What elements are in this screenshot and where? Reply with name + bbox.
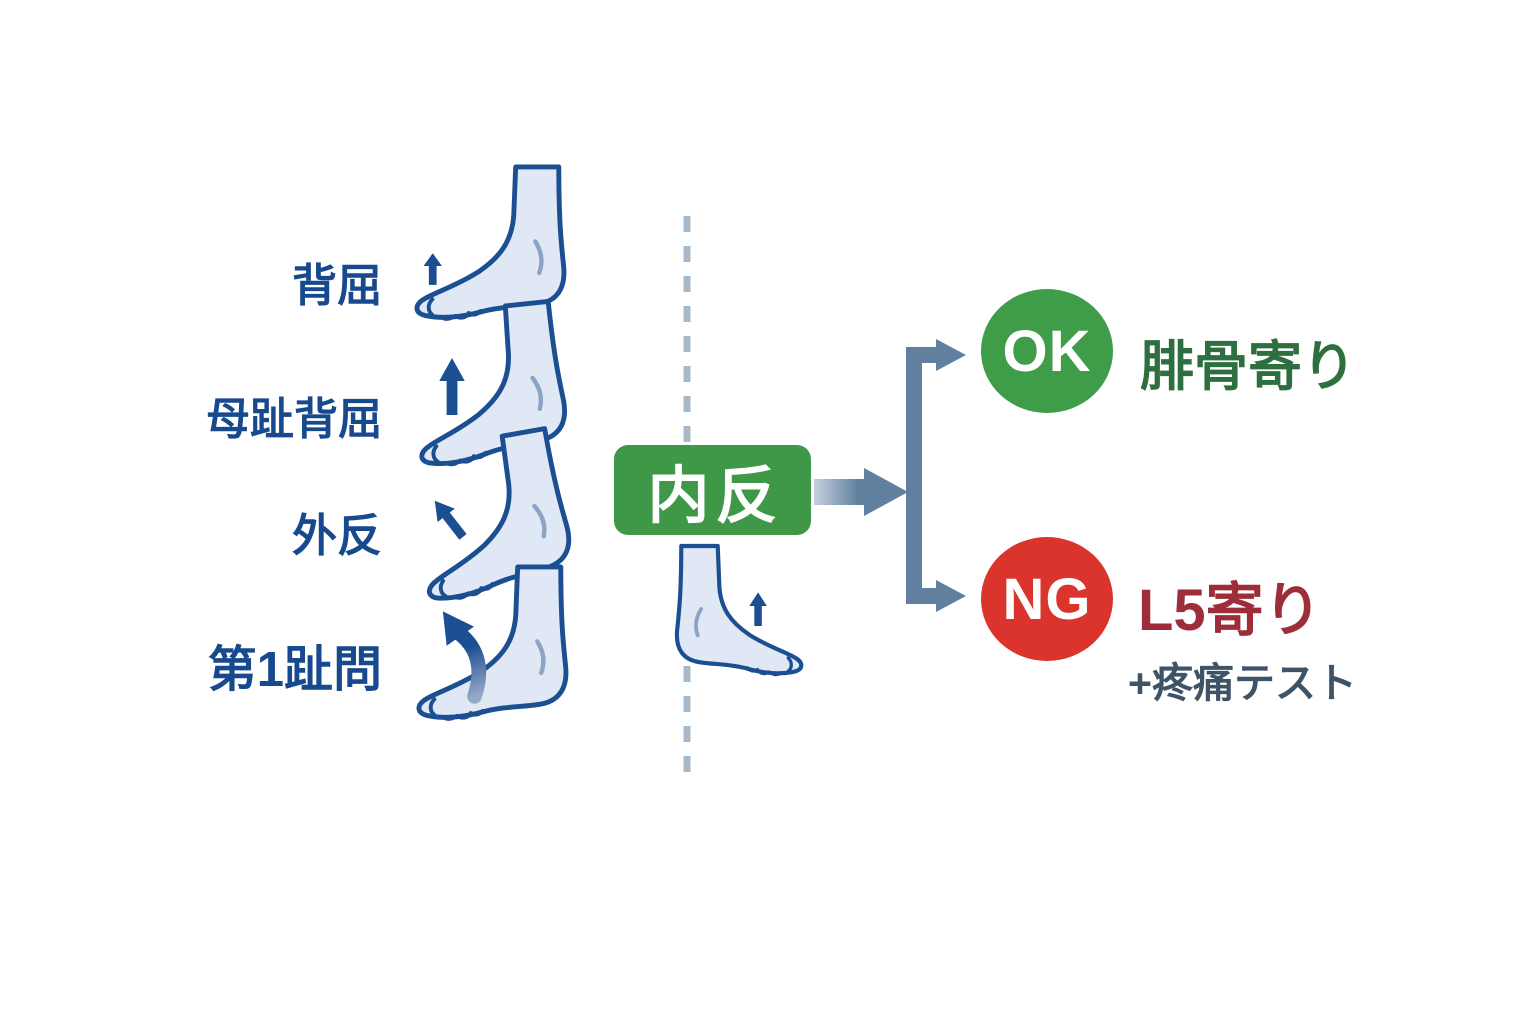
movement-label-toe-dorsiflexion: 母趾背屈 bbox=[206, 395, 382, 444]
foot-dorsiflexion-illustration bbox=[402, 206, 598, 322]
ng-badge: NG bbox=[981, 537, 1113, 661]
ok-result-label: 腓骨寄り bbox=[1140, 337, 1356, 397]
ok-badge: OK bbox=[981, 289, 1113, 413]
up-arrow-icon bbox=[439, 357, 465, 416]
branch-arrowhead-top bbox=[936, 339, 966, 371]
diagonal-arrow-icon bbox=[426, 494, 472, 544]
foot-inversion-illustration bbox=[648, 546, 814, 677]
foot-eversion-illustration bbox=[410, 476, 606, 592]
movement-label-first-toe-web: 第1趾問 bbox=[207, 643, 382, 697]
bracket-line bbox=[906, 347, 938, 604]
up-arrow-icon bbox=[749, 592, 767, 627]
flow-arrow-icon bbox=[814, 468, 908, 516]
movement-label-dorsiflexion: 背屈 bbox=[291, 260, 382, 311]
ng-result-label: L5寄り bbox=[1138, 578, 1322, 643]
inversion-box: 内反 bbox=[614, 445, 811, 535]
movement-label-eversion: 外反 bbox=[291, 510, 382, 561]
curved-arrow-icon bbox=[442, 611, 487, 704]
ng-pain-test-note: +疼痛テスト bbox=[1128, 660, 1357, 706]
foot-first-toe-illustration bbox=[404, 606, 600, 722]
up-arrow-icon bbox=[423, 253, 442, 285]
branch-arrowhead-bottom bbox=[936, 580, 966, 612]
branch-connector bbox=[814, 339, 966, 612]
